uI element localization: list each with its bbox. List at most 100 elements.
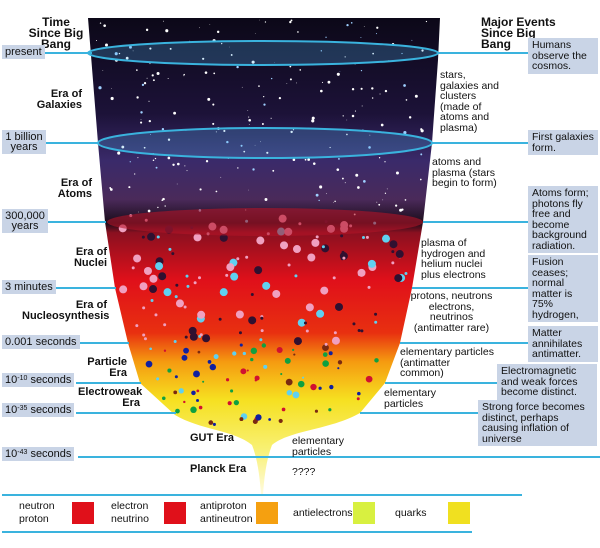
particle-dot <box>335 302 344 311</box>
particle-dot <box>173 390 178 395</box>
particle-dot <box>212 422 216 426</box>
particle-dot <box>297 380 305 388</box>
particle-dot <box>158 272 167 281</box>
particle-dot <box>225 378 230 382</box>
particle-dot <box>163 323 167 327</box>
star-dot <box>247 110 249 112</box>
legend-quarks: quarks <box>395 507 427 519</box>
star-dot <box>292 129 295 131</box>
particle-dot <box>175 408 180 414</box>
content-planck: ???? <box>292 466 316 478</box>
time-label-1e-43: 10-43 seconds <box>2 447 75 461</box>
particle-dot <box>143 337 147 341</box>
star-dot <box>165 29 169 33</box>
particle-dot <box>262 281 271 290</box>
particle-dot <box>328 351 333 356</box>
particle-dot <box>250 293 254 297</box>
star-dot <box>230 54 233 56</box>
star-dot <box>296 82 297 84</box>
era-planck: Planck Era <box>190 463 247 475</box>
particle-dot <box>263 364 268 369</box>
particle-dot <box>133 254 142 263</box>
star-dot <box>137 157 139 159</box>
star-dot <box>254 144 256 146</box>
star-dot <box>213 72 216 75</box>
time-header: Time Since Big Bang <box>28 15 84 51</box>
particle-dot <box>175 283 179 287</box>
event-line-present <box>438 52 528 54</box>
star-dot <box>354 110 357 112</box>
star-dot <box>149 47 152 50</box>
particle-dot <box>395 250 404 259</box>
particle-dot <box>321 244 330 253</box>
particle-dot <box>155 262 164 271</box>
particle-dot <box>197 276 201 280</box>
time-line-300000 <box>46 221 106 223</box>
event-line-1-billion <box>432 142 528 144</box>
star-dot <box>149 63 151 65</box>
particle-dot <box>394 274 403 283</box>
star-dot <box>152 159 155 162</box>
particle-dot <box>248 316 257 325</box>
star-dot <box>259 19 260 21</box>
event-atoms-form: Atoms form; photons fly free and become … <box>528 186 598 253</box>
content-gut: elementary particles <box>292 435 344 458</box>
particle-dot <box>193 281 197 285</box>
particle-dot <box>163 349 167 352</box>
particle-dot <box>219 233 228 242</box>
star-dot <box>215 190 218 193</box>
particle-dot <box>254 266 263 275</box>
star-dot <box>215 131 217 133</box>
particle-dot <box>391 250 395 254</box>
star-dot <box>183 73 185 76</box>
star-dot <box>243 150 246 153</box>
star-dot <box>229 46 230 48</box>
star-dot <box>148 100 150 102</box>
star-dot <box>292 158 296 161</box>
particle-dot <box>280 241 289 250</box>
particle-dot <box>302 376 305 379</box>
star-dot <box>164 205 166 207</box>
particle-dot <box>227 401 232 406</box>
particle-dot <box>185 274 189 278</box>
star-dot <box>382 199 384 201</box>
time-line-1-billion <box>44 142 99 144</box>
event-line-1e-10 <box>385 382 497 384</box>
particle-dot <box>198 405 203 410</box>
particle-dot <box>199 333 203 337</box>
particle-dot <box>141 235 145 239</box>
particle-dot <box>173 339 177 343</box>
star-dot <box>384 161 386 163</box>
star-dot <box>360 37 362 38</box>
star-dot <box>140 111 143 114</box>
star-dot <box>386 188 388 190</box>
particle-dot <box>356 397 360 401</box>
content-galaxies: stars, galaxies and clusters (made of at… <box>440 69 499 134</box>
particle-dot <box>149 285 158 294</box>
particle-dot <box>178 388 184 394</box>
particle-dot <box>367 285 371 289</box>
star-dot <box>136 96 139 99</box>
star-dot <box>176 162 180 166</box>
star-dot <box>379 93 381 95</box>
star-dot <box>372 52 374 55</box>
star-dot <box>156 72 160 76</box>
time-label-300000: 300,000 years <box>2 209 48 233</box>
star-dot <box>167 77 169 79</box>
star-dot <box>157 206 159 209</box>
star-dot <box>154 157 157 160</box>
star-dot <box>395 204 398 207</box>
star-dot <box>346 24 349 27</box>
star-dot <box>248 124 250 125</box>
particle-dot <box>342 256 346 260</box>
legend-neutrino: neutrino <box>111 513 149 525</box>
star-dot <box>172 163 175 166</box>
star-dot <box>311 119 315 123</box>
star-dot <box>336 168 340 171</box>
particle-dot <box>183 305 187 309</box>
star-dot <box>311 116 315 120</box>
star-dot <box>320 89 323 93</box>
star-dot <box>329 146 331 149</box>
particle-dot <box>239 417 244 422</box>
star-dot <box>252 168 255 171</box>
